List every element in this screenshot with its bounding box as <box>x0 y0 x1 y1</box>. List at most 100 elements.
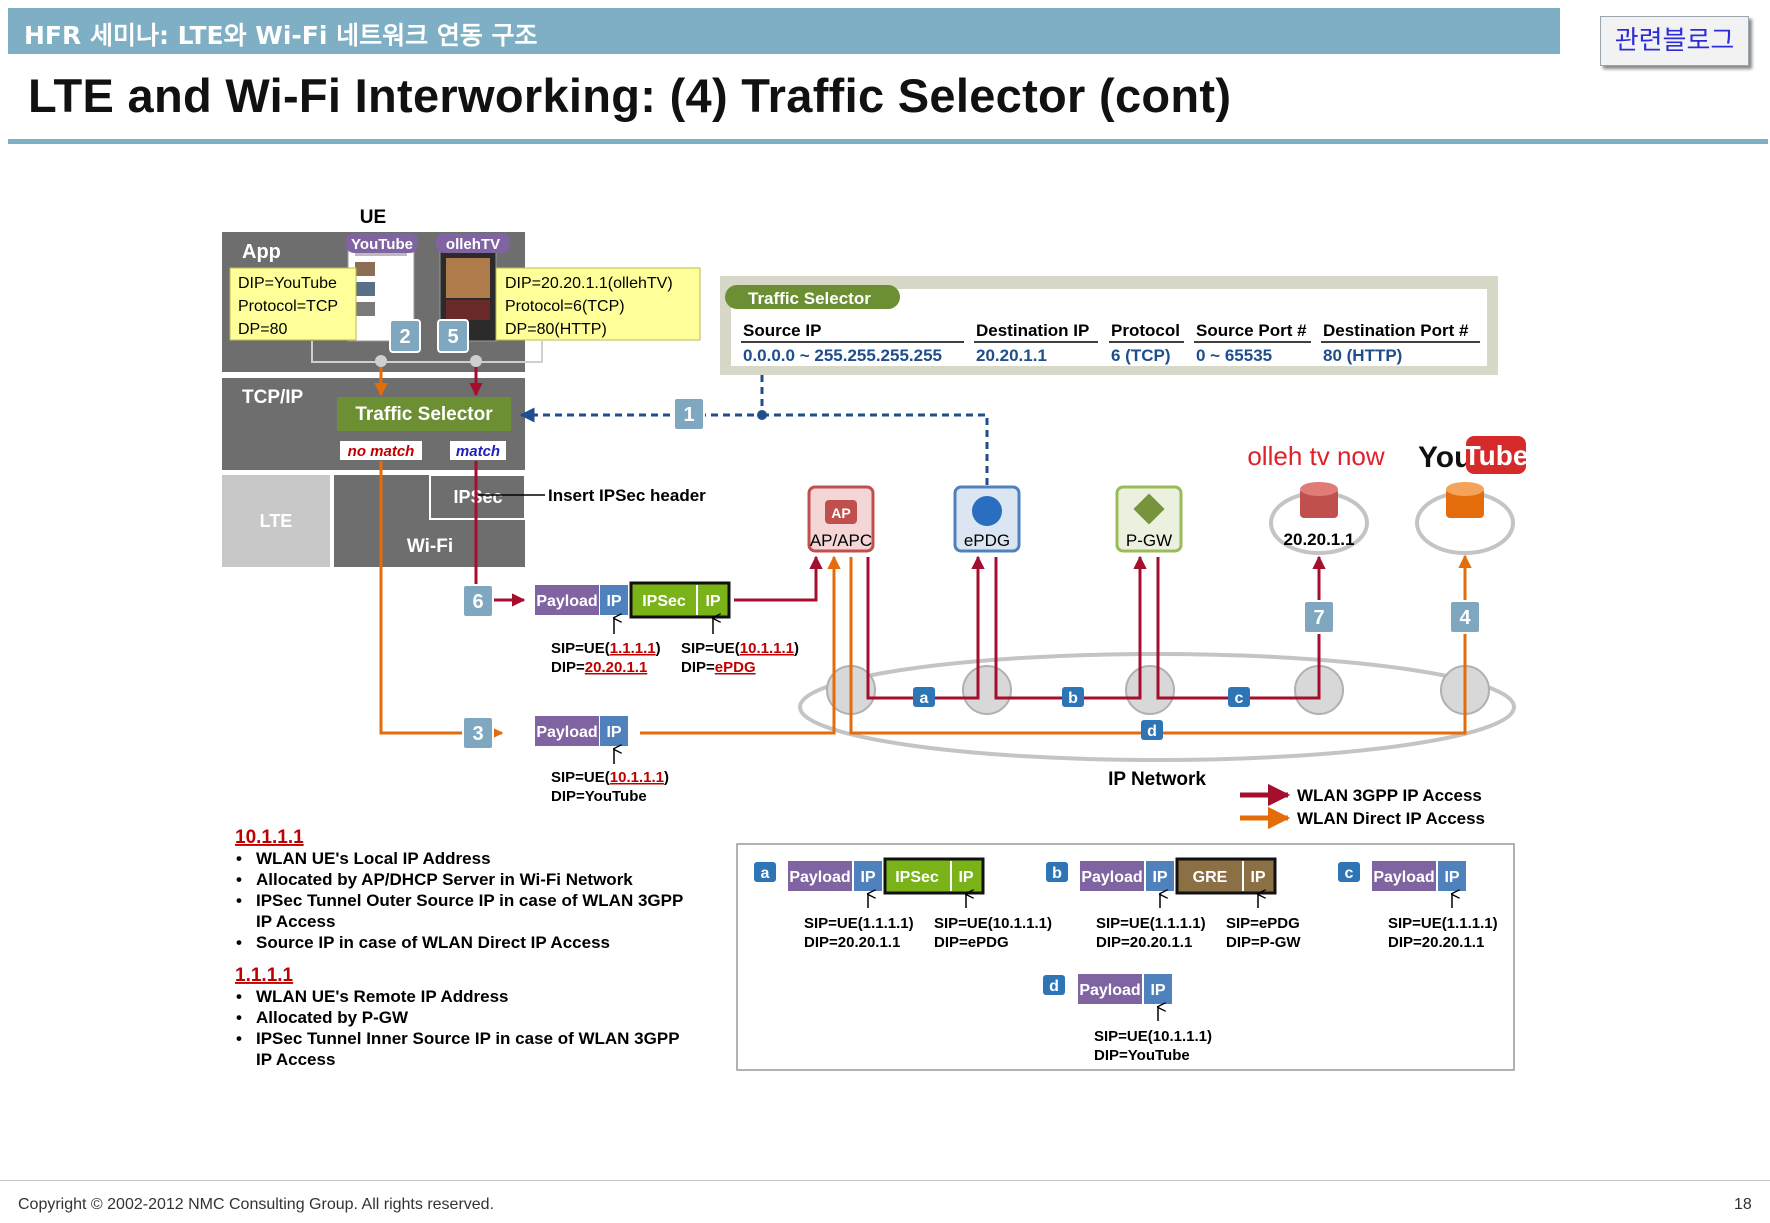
ollehtv-flow-note <box>495 267 701 341</box>
banner-title: HFR 세미나: LTE와 Wi-Fi 네트워크 연동 구조 <box>24 21 538 50</box>
packet-ip-label: IP <box>606 724 621 741</box>
related-blog-button[interactable]: 관련블로그 <box>1600 16 1749 66</box>
note-line: DIP=20.20.1.1(ollehTV) <box>505 275 673 292</box>
tcpip-layer-label: TCP/IP <box>242 387 304 408</box>
note-heading-local-ip: 10.1.1.1 <box>235 827 304 848</box>
packet-ip-label: IP <box>1444 869 1459 886</box>
addr-highlight: ePDG <box>715 659 756 676</box>
note-bullet: • <box>236 1008 242 1027</box>
selector-config-path-epdg <box>762 413 989 487</box>
value-destination-port: 80 (HTTP) <box>1323 346 1402 365</box>
addr-text: SIP=UE(1.1.1.1) <box>1388 915 1498 932</box>
legend-orange-label: WLAN Direct IP Access <box>1297 809 1485 828</box>
packet-payload-label: Payload <box>536 724 597 741</box>
footer-divider <box>0 1180 1770 1181</box>
router-icon <box>1125 665 1175 715</box>
svg-text:SIP=UE(10.1.1.1): SIP=UE(10.1.1.1) <box>681 640 799 657</box>
server-top <box>1300 482 1338 496</box>
step-badge-6 <box>462 584 494 618</box>
lte-interface <box>222 475 330 567</box>
traffic-selector-table-title-pill <box>725 285 900 309</box>
direct-path-ue <box>379 461 504 740</box>
header-destination-ip: Destination IP <box>976 321 1089 340</box>
addr-text: DIP=20.20.1.1 <box>1096 934 1192 951</box>
link-badge-c <box>1228 687 1250 707</box>
addr-text: DIP= <box>681 659 715 676</box>
note-item: Allocated by P-GW <box>256 1008 409 1027</box>
step-badge-5-label: 5 <box>447 326 458 348</box>
traffic-selector-label: Traffic Selector <box>355 404 493 425</box>
packet-payload <box>1080 861 1144 891</box>
ap-icon <box>825 500 857 524</box>
legend-red-label: WLAN 3GPP IP Access <box>1297 786 1482 805</box>
packet-payload <box>535 716 599 746</box>
detail-address-b: SIP=UE(1.1.1.1) DIP=20.20.1.1 SIP=ePDG D… <box>1096 915 1301 951</box>
note-item: Source IP in case of WLAN Direct IP Acce… <box>256 933 610 952</box>
packet-ip-label: IP <box>958 869 973 886</box>
detail-badge-a-label: a <box>761 865 770 882</box>
packet-inner-ip-label: IP <box>606 593 621 610</box>
youtube-server-icon <box>1446 488 1484 518</box>
detail-badge-d <box>1043 975 1065 995</box>
link-badge-b <box>1062 687 1084 707</box>
ap-icon-label: AP <box>831 505 850 521</box>
traffic-selector-table-headers: Source IP Destination IP Protocol Source… <box>743 321 1469 340</box>
note-line: DIP=YouTube <box>238 275 337 292</box>
link-badge-d <box>1141 720 1163 740</box>
detail-badge-c <box>1338 862 1360 882</box>
step-badge-3-label: 3 <box>472 723 483 745</box>
packet-ip <box>1146 861 1174 891</box>
packet-ipsec <box>629 581 731 619</box>
packet-step-3: Payload IP <box>535 716 628 746</box>
packet-step-6: Payload IP IPSec IP <box>535 581 731 619</box>
app-junction <box>375 355 387 367</box>
server-top <box>1446 482 1484 496</box>
link-badge-b-label: b <box>1068 690 1078 707</box>
detail-address-c: SIP=UE(1.1.1.1) DIP=20.20.1.1 <box>1388 915 1498 951</box>
addr-text: SIP=UE(1.1.1.1) <box>1096 915 1206 932</box>
detail-badge-d-label: d <box>1049 978 1059 995</box>
addr-text: DIP=P-GW <box>1226 934 1301 951</box>
addr-highlight: 10.1.1.1 <box>740 640 794 657</box>
packet-ip-label: IP <box>1250 869 1265 886</box>
youtube-logo-badge <box>1466 436 1526 474</box>
network-link-labels: a b c d <box>913 687 1250 740</box>
value-destination-ip: 20.20.1.1 <box>976 346 1047 365</box>
packet-payload <box>535 585 599 615</box>
header-source-port: Source Port # <box>1196 321 1307 340</box>
selector-config-junction <box>757 410 767 420</box>
addr-text: SIP=UE(10.1.1.1) <box>934 915 1052 932</box>
link-badge-a-label: a <box>920 690 929 707</box>
packet-payload <box>1078 974 1142 1004</box>
packet-payload-label: Payload <box>1373 869 1434 886</box>
note-line: DP=80 <box>238 321 287 338</box>
no-match-label: no match <box>348 443 415 460</box>
addr-text: ) <box>656 640 661 657</box>
address-notes: 10.1.1.1 •WLAN UE's Local IP Address •Al… <box>235 827 683 1069</box>
note-line: DP=80(HTTP) <box>505 321 607 338</box>
match-label: match <box>456 443 500 460</box>
detail-packet-c: Payload IP <box>1372 861 1466 891</box>
packet-payload <box>788 861 852 891</box>
ipsec-module-label: IPSec <box>453 487 502 507</box>
ap-apc-label: AP/APC <box>810 531 872 550</box>
traffic-selector-table-title: Traffic Selector <box>748 289 871 308</box>
step-badge-1 <box>673 397 705 431</box>
addr-text: SIP=UE(10.1.1.1) <box>1094 1028 1212 1045</box>
ollehtv-app-tag-label: ollehTV <box>446 236 500 253</box>
youtube-app-tag-label: YouTube <box>351 236 413 253</box>
svg-text:DIP=ePDG: DIP=ePDG <box>681 659 756 676</box>
packet-ip-label: IP <box>860 869 875 886</box>
addr-text: DIP=YouTube <box>551 788 647 805</box>
ue-label: UE <box>360 207 386 228</box>
addr-text: ) <box>664 769 669 786</box>
note-bullet: • <box>236 987 242 1006</box>
youtube-app-tag <box>346 233 418 253</box>
step-badge-1-label: 1 <box>683 404 694 426</box>
svg-text:SIP=UE(10.1.1.1): SIP=UE(10.1.1.1) <box>551 769 669 786</box>
packet-ip <box>1438 861 1466 891</box>
addr-text: ) <box>794 640 799 657</box>
traffic-selector-box <box>337 397 511 431</box>
packet-ipsec <box>883 857 985 895</box>
